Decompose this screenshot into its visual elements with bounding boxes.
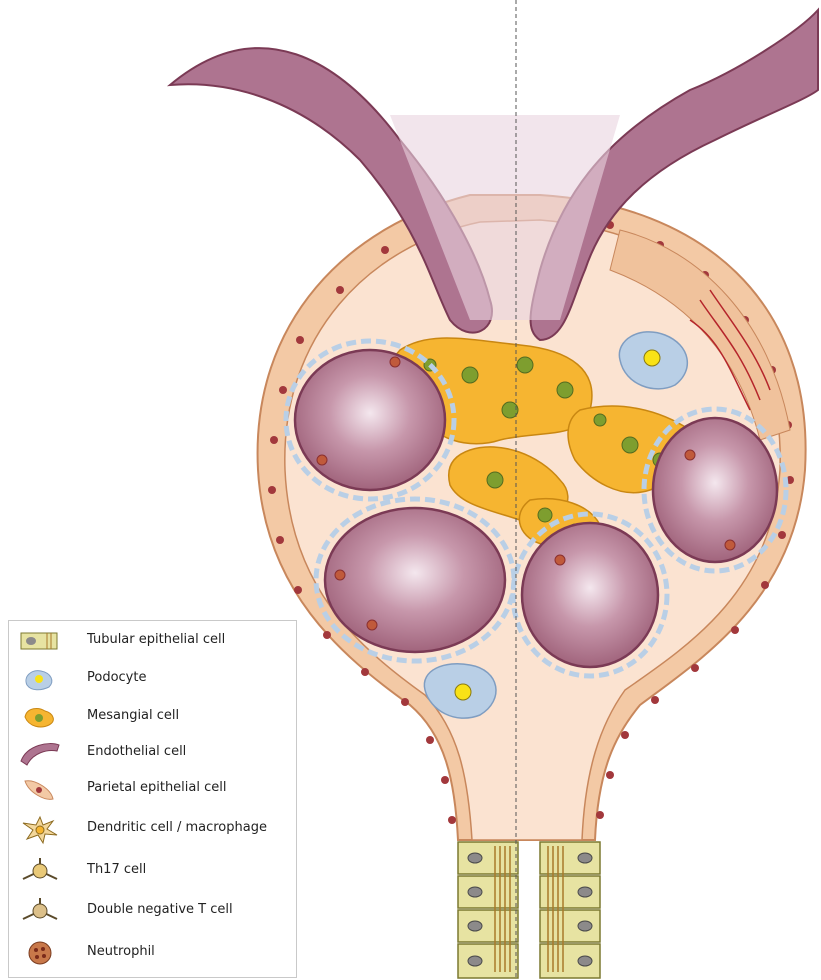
- legend-label: Tubular epithelial cell: [87, 632, 225, 647]
- legend-label: Endothelial cell: [87, 744, 186, 759]
- legend-item-th17: Th17 cell: [9, 853, 298, 889]
- capillary-loop-2: [325, 508, 505, 652]
- legend-label: Th17 cell: [87, 862, 146, 877]
- th17-cell-icon: [15, 855, 65, 887]
- brush-border: [495, 846, 563, 972]
- podocyte-icon: [15, 663, 65, 695]
- legend-label: Parietal epithelial cell: [87, 780, 226, 795]
- capillary-loop-1: [295, 350, 445, 490]
- parietal-epithelial-cell-icon: [15, 773, 65, 805]
- legend-label: Dendritic cell / macrophage: [87, 820, 267, 835]
- legend-item-tubular: Tubular epithelial cell: [9, 623, 298, 659]
- legend-item-endothelial: Endothelial cell: [9, 735, 298, 771]
- legend-label: Neutrophil: [87, 944, 155, 959]
- legend-item-podocyte: Podocyte: [9, 661, 298, 697]
- tubular-epithelial-cell-icon: [15, 625, 65, 657]
- legend: Tubular epithelial cell Podocyte Mesangi…: [8, 620, 297, 978]
- legend-item-dendritic: Dendritic cell / macrophage: [9, 811, 298, 847]
- legend-item-neutrophil: Neutrophil: [9, 935, 298, 971]
- capillary-loop-3: [522, 523, 658, 667]
- legend-label: Podocyte: [87, 670, 146, 685]
- dendritic-cell-icon: [15, 813, 65, 845]
- capillary-loop-4: [653, 418, 777, 562]
- legend-label: Double negative T cell: [87, 902, 233, 917]
- legend-label: Mesangial cell: [87, 708, 179, 723]
- legend-item-dn-t-cell: Double negative T cell: [9, 893, 298, 929]
- double-negative-t-cell-icon: [15, 895, 65, 927]
- legend-item-mesangial: Mesangial cell: [9, 699, 298, 735]
- legend-item-parietal: Parietal epithelial cell: [9, 771, 298, 807]
- endothelial-cell-icon: [15, 737, 65, 769]
- neutrophil-icon: [15, 937, 65, 969]
- mesangial-cell-icon: [15, 701, 65, 733]
